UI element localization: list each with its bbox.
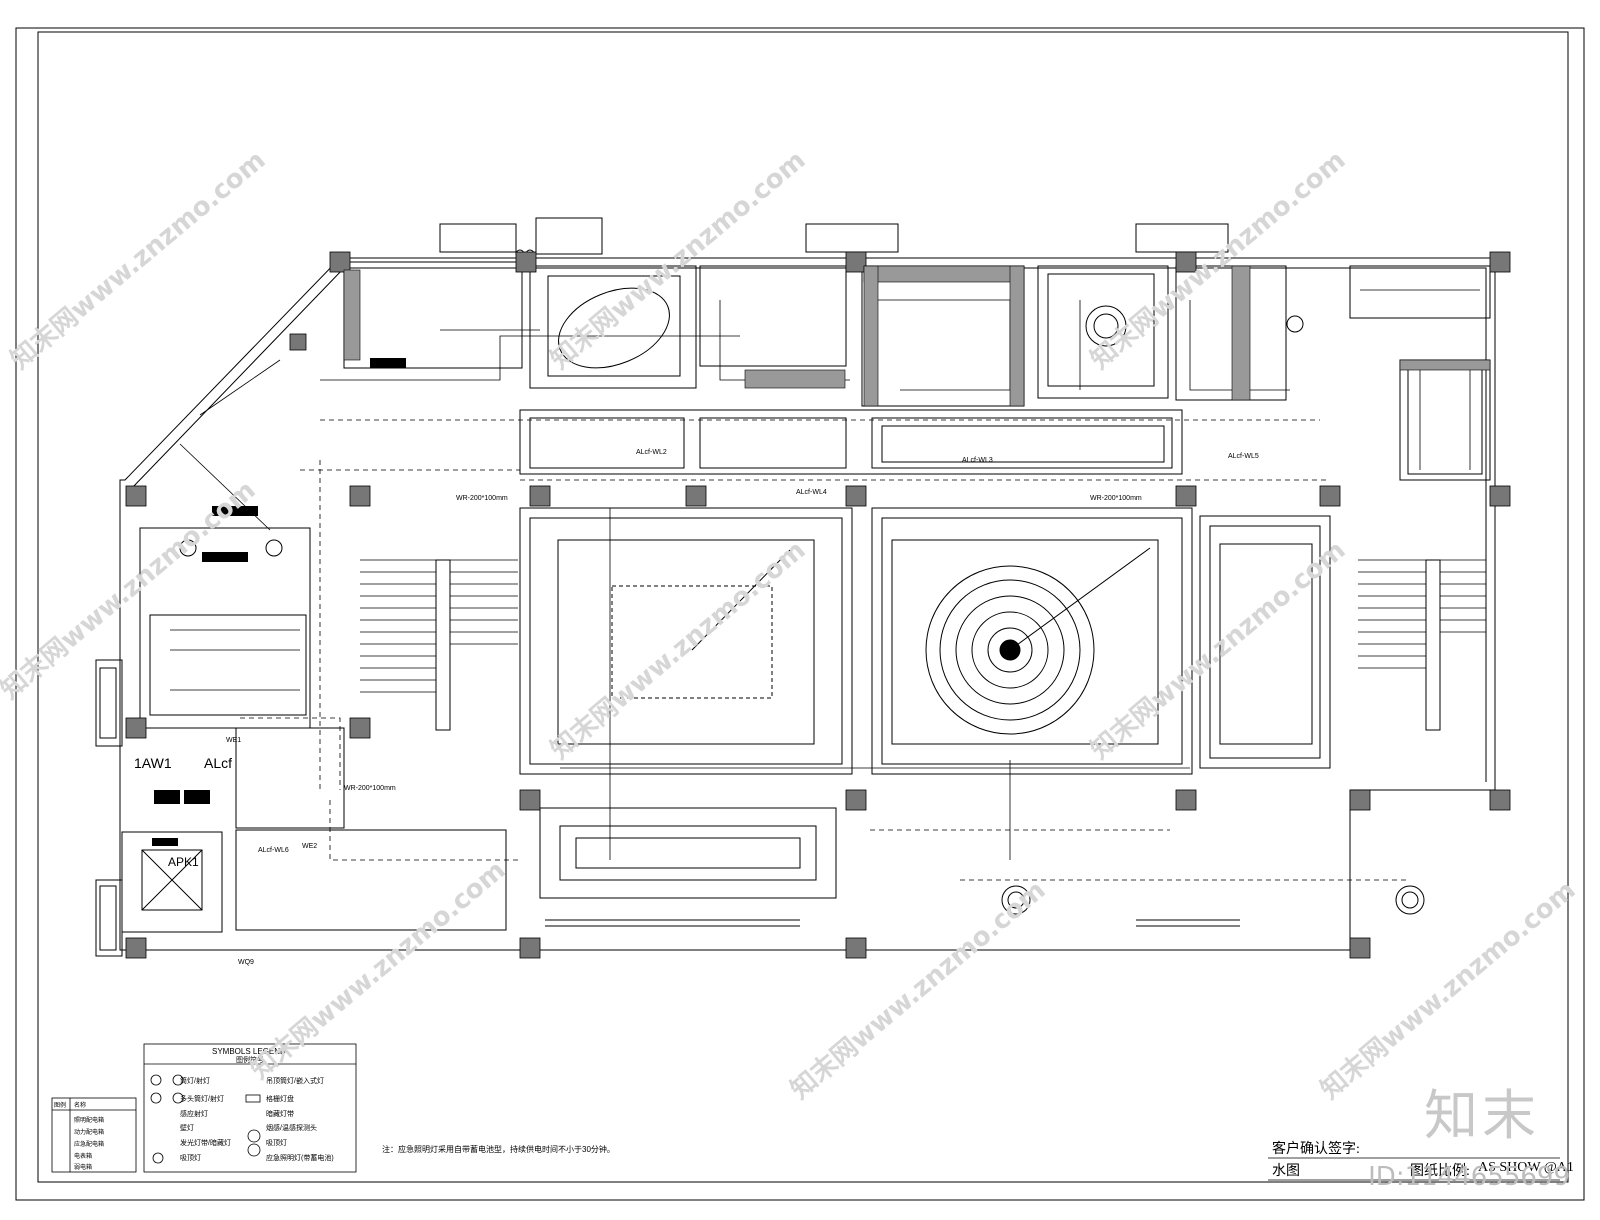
conduit-note: WR-200*100mm — [1090, 495, 1142, 502]
legend-subtitle: 图例符号 — [236, 1055, 264, 1064]
watermark-text: 知末网www.znzmo.com — [785, 875, 1051, 1105]
legend-item: 吊顶筒灯/嵌入式灯 — [266, 1076, 324, 1085]
watermark-text: 知末网www.znzmo.com — [5, 145, 271, 375]
small-legend-item: 动力配电箱 — [74, 1128, 104, 1136]
watermark-text: 知末网www.znzmo.com — [545, 145, 811, 375]
circuit-tag: ALcf-WL3 — [962, 457, 993, 464]
small-legend-header: 名称 — [74, 1101, 86, 1109]
legend-item: 发光灯带/暗藏灯 — [180, 1138, 231, 1147]
scale-label: 图纸比例: — [1410, 1164, 1470, 1179]
watermark-id-value: 1144655699 — [1404, 1162, 1570, 1192]
general-note: 注：应急照明灯采用自带蓄电池型，持续供电时间不小于30分钟。 — [382, 1144, 615, 1154]
legend-item: 感应射灯 — [180, 1109, 208, 1118]
panel-label-alcf: ALcf — [204, 755, 232, 771]
circuit-tag: ALcf-WL4 — [796, 489, 827, 496]
side-tag: WQ9 — [238, 959, 254, 966]
drawing-name: 水图 — [1272, 1164, 1300, 1179]
client-confirm-label: 客户确认签字: — [1272, 1142, 1360, 1157]
legend-item: 吸顶灯 — [180, 1153, 201, 1162]
legend-item: 筒灯/射灯 — [180, 1076, 210, 1085]
circuit-tag: ALcf-WL2 — [636, 449, 667, 456]
side-tag: WE2 — [302, 843, 317, 850]
watermark-text: 知末网www.znzmo.com — [1085, 535, 1351, 765]
legend-item: 壁灯 — [180, 1123, 194, 1132]
small-legend-header: 图例 — [54, 1101, 66, 1109]
legend-item: 吸顶灯 — [266, 1138, 287, 1147]
watermark-text: 知末网www.znzmo.com — [545, 535, 811, 765]
conduit-note: WR-200*100mm — [456, 495, 508, 502]
legend-item: 暗藏灯带 — [266, 1109, 294, 1118]
legend-item: 烟感/温感探测头 — [266, 1123, 317, 1132]
conduit-note: WR-200*100mm — [344, 785, 396, 792]
small-legend-item: 弱电箱 — [74, 1163, 92, 1171]
panel-label-apk1: APK1 — [168, 855, 199, 869]
watermark-brand: 知末 — [1424, 1084, 1540, 1147]
legend-item: 格栅灯盘 — [266, 1094, 294, 1103]
circuit-tag: ALcf-WL6 — [258, 847, 289, 854]
panel-label-1aw1: 1AW1 — [134, 755, 172, 771]
legend-item: 应急照明灯(带蓄电池) — [266, 1153, 334, 1162]
watermark-text: 知末网www.znzmo.com — [1085, 145, 1351, 375]
circuit-tag: ALcf-WL5 — [1228, 453, 1259, 460]
legend-title: SYMBOLS LEGEND — [212, 1047, 286, 1056]
small-legend-item: 照明配电箱 — [74, 1116, 104, 1124]
scale-value: AS SHOW @A1 — [1478, 1160, 1574, 1175]
small-legend-item: 应急配电箱 — [74, 1140, 104, 1148]
small-legend-item: 电表箱 — [74, 1152, 92, 1160]
legend-item: 多头筒灯/射灯 — [180, 1094, 224, 1103]
side-tag: WE1 — [226, 737, 241, 744]
watermark-id: ID:1144655699 — [1368, 1162, 1570, 1192]
watermark-text: 知末网www.znzmo.com — [0, 475, 261, 705]
watermark-id-label: ID: — [1368, 1162, 1405, 1192]
watermark-text: 知末网www.znzmo.com — [245, 855, 511, 1085]
